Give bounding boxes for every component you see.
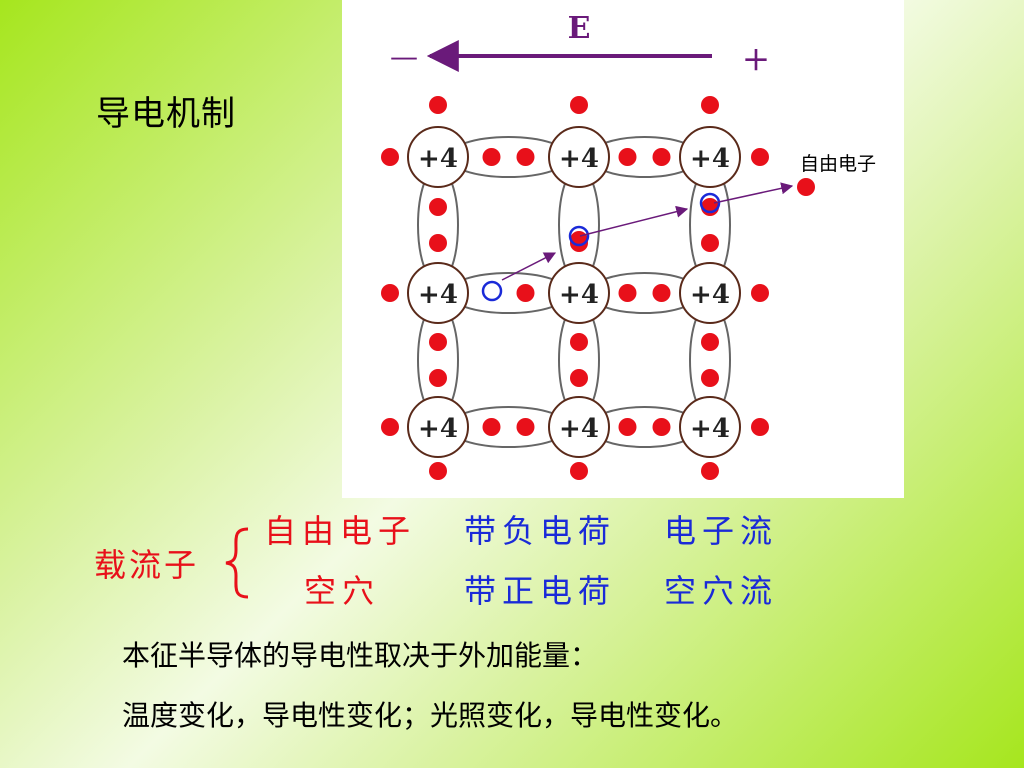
valence-electron [429, 333, 447, 351]
valence-electron [652, 148, 671, 166]
electron-migration-arrow-2 [579, 205, 689, 237]
atom-charge-label: +4 [418, 144, 458, 174]
valence-electron [652, 418, 671, 436]
valence-electron [570, 333, 588, 351]
migrating-electron [570, 231, 588, 249]
valence-electron [751, 418, 769, 436]
carrier-1-charge: 带负电荷 [464, 512, 617, 550]
atom-charge-label: +4 [690, 144, 730, 174]
valence-electron [701, 462, 719, 480]
valence-electron [381, 148, 399, 166]
free-electron-label: 自由电子 [800, 153, 876, 175]
valence-electron [570, 369, 588, 387]
atom-charge-label: +4 [559, 414, 599, 444]
silicon-atom [407, 126, 469, 188]
valence-electron [381, 284, 399, 302]
silicon-atom [679, 262, 741, 324]
valence-electron [618, 148, 637, 166]
valence-electron [429, 369, 447, 387]
atom-charge-label: +4 [559, 144, 599, 174]
hole [481, 280, 503, 302]
electron-escape-arrow [713, 182, 794, 204]
valence-electron [701, 96, 719, 114]
atom-charge-label: +4 [690, 280, 730, 310]
valence-electron [570, 462, 588, 480]
silicon-atom [679, 126, 741, 188]
atom-charge-label: +4 [418, 414, 458, 444]
valence-electron [429, 96, 447, 114]
valence-electron [701, 198, 719, 216]
lattice-diagram: E — + +4 +4 +4 +4 +4 +4 +4 +4 +4 自由电子 [342, 0, 904, 498]
valence-electron [482, 418, 501, 436]
silicon-atom [548, 126, 610, 188]
electron-migration-arrow-1 [501, 252, 557, 281]
free-electron [797, 178, 815, 196]
valence-electron [429, 198, 447, 216]
carrier-2-charge: 带正电荷 [464, 572, 617, 610]
valence-electron [516, 418, 535, 436]
field-minus-sign: — [390, 40, 418, 73]
atom-charge-label: +4 [418, 280, 458, 310]
carrier-1-name: 自由电子 [264, 512, 417, 550]
silicon-atom [679, 396, 741, 458]
hole [699, 192, 721, 214]
valence-electron [751, 284, 769, 302]
valence-electron [429, 462, 447, 480]
valence-electron [701, 234, 719, 252]
carrier-1-current: 电子流 [664, 512, 779, 550]
carriers-label: 载流子 [94, 546, 200, 584]
valence-electron [701, 333, 719, 351]
slide-title: 导电机制 [96, 94, 236, 134]
carrier-2-name: 空穴 [304, 572, 381, 610]
valence-electron [482, 148, 501, 166]
atom-charge-label: +4 [690, 414, 730, 444]
valence-electron [516, 148, 535, 166]
silicon-atom [407, 262, 469, 324]
silicon-atom [407, 396, 469, 458]
silicon-atom [548, 396, 610, 458]
silicon-atom [548, 262, 610, 324]
atom-charge-label: +4 [559, 280, 599, 310]
valence-electron [652, 284, 671, 302]
valence-electron [516, 284, 535, 302]
valence-electron [618, 284, 637, 302]
valence-electron [618, 418, 637, 436]
valence-electron [429, 234, 447, 252]
note-line-2: 温度变化，导电性变化；光照变化，导电性变化。 [122, 699, 739, 732]
valence-electron [701, 369, 719, 387]
valence-electron [381, 418, 399, 436]
hole [568, 225, 590, 247]
note-line-1: 本征半导体的导电性取决于外加能量： [122, 639, 599, 672]
valence-electron [570, 96, 588, 114]
carrier-2-current: 空穴流 [664, 572, 779, 610]
field-plus-sign: + [742, 39, 771, 79]
brace-icon [225, 527, 249, 599]
valence-electron [751, 148, 769, 166]
field-label: E [568, 11, 591, 46]
